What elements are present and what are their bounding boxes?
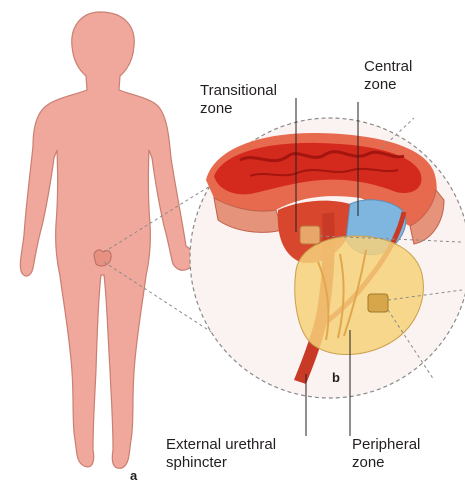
genital-marker bbox=[94, 250, 111, 266]
transitional-zone-marker bbox=[300, 226, 320, 244]
label-central-zone: Central zone bbox=[364, 58, 412, 94]
panel-label-a: a bbox=[130, 468, 137, 483]
panel-label-b: b bbox=[332, 370, 340, 385]
human-body-figure bbox=[20, 12, 206, 468]
label-external-urethral-sphincter: External urethral sphincter bbox=[166, 436, 276, 472]
peripheral-zone-marker bbox=[368, 294, 388, 312]
label-transitional-zone: Transitional zone bbox=[200, 82, 277, 118]
label-peripheral-zone: Peripheral zone bbox=[352, 436, 420, 472]
body-silhouette bbox=[20, 12, 206, 468]
